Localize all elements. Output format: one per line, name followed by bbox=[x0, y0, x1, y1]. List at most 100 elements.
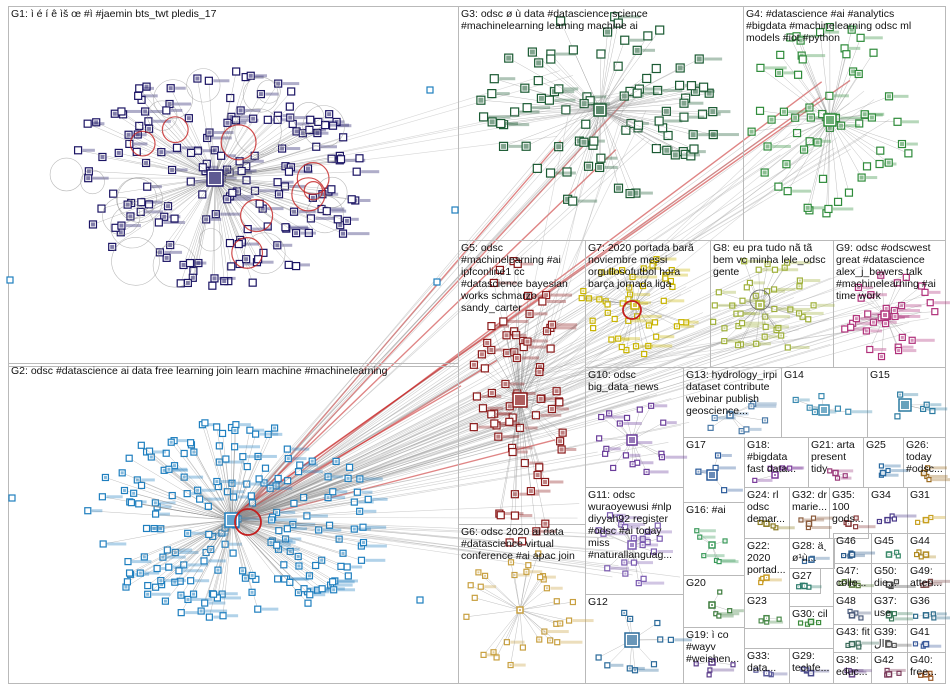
group-label-g5: G5: odsc #machinelearning #ai ipfconline… bbox=[461, 242, 571, 314]
edge bbox=[232, 322, 910, 521]
node bbox=[554, 639, 561, 646]
node-image bbox=[655, 258, 658, 261]
node-image bbox=[86, 176, 91, 181]
edge bbox=[214, 177, 268, 227]
edge bbox=[743, 261, 761, 306]
edge bbox=[166, 177, 216, 258]
node bbox=[305, 125, 314, 134]
edge bbox=[231, 466, 248, 521]
node bbox=[622, 524, 629, 531]
edge bbox=[214, 177, 289, 266]
node bbox=[776, 50, 785, 59]
node-label-mark bbox=[906, 142, 918, 146]
node-image bbox=[168, 86, 173, 91]
node bbox=[915, 519, 921, 525]
node bbox=[743, 284, 750, 291]
node-image bbox=[775, 527, 777, 529]
hub-node-image bbox=[729, 414, 731, 416]
edge bbox=[231, 503, 294, 521]
node-label-mark bbox=[646, 543, 659, 547]
edge bbox=[228, 369, 475, 518]
node bbox=[172, 143, 182, 152]
node-label-mark bbox=[768, 335, 779, 339]
edge bbox=[214, 177, 240, 265]
edge bbox=[599, 32, 608, 111]
edge bbox=[214, 158, 342, 179]
node bbox=[755, 106, 765, 115]
node-image bbox=[764, 419, 767, 422]
node-image bbox=[205, 135, 210, 140]
edge bbox=[519, 301, 543, 401]
node-label-mark bbox=[280, 543, 291, 547]
node-image bbox=[238, 108, 243, 113]
node bbox=[875, 159, 884, 169]
node-label-mark bbox=[769, 325, 789, 329]
edge bbox=[229, 289, 692, 521]
node bbox=[304, 599, 312, 607]
node-image bbox=[212, 148, 217, 153]
node bbox=[306, 115, 315, 124]
node-label-mark bbox=[163, 220, 185, 224]
hub-node-image bbox=[925, 673, 927, 675]
edge bbox=[174, 519, 233, 583]
node bbox=[613, 18, 623, 28]
edge bbox=[826, 119, 831, 214]
hub-node-image bbox=[810, 672, 812, 674]
node-image bbox=[523, 143, 529, 149]
node-label-mark bbox=[337, 588, 356, 592]
node bbox=[893, 279, 902, 287]
group-label-g37: G37: use bbox=[874, 595, 900, 619]
edge bbox=[148, 177, 216, 205]
edge bbox=[599, 109, 695, 150]
node-label-mark bbox=[555, 52, 576, 56]
edge bbox=[214, 115, 279, 179]
node-image bbox=[344, 218, 349, 223]
node-image bbox=[352, 527, 356, 531]
edge bbox=[133, 493, 233, 521]
edge bbox=[120, 177, 216, 233]
node bbox=[327, 185, 336, 194]
edge bbox=[197, 78, 216, 179]
node-label-mark bbox=[107, 542, 127, 546]
node-image bbox=[496, 434, 501, 439]
node-image bbox=[929, 672, 931, 674]
node-label-mark bbox=[762, 268, 779, 272]
edge bbox=[235, 331, 912, 523]
hub-node-image bbox=[209, 172, 221, 184]
node-image bbox=[769, 117, 774, 122]
node-image bbox=[514, 355, 519, 360]
node-image bbox=[646, 530, 649, 533]
node-label-mark bbox=[650, 470, 669, 474]
edge bbox=[519, 399, 523, 542]
edge bbox=[231, 519, 362, 547]
hub-node-image bbox=[851, 614, 853, 616]
node bbox=[755, 266, 762, 273]
node bbox=[292, 261, 301, 271]
node-image bbox=[166, 204, 171, 209]
group-label-g19: G19: ì co #wayv #weishen... bbox=[686, 629, 740, 665]
node bbox=[285, 102, 294, 111]
edge bbox=[213, 519, 233, 595]
edge bbox=[519, 295, 547, 401]
node-label-mark bbox=[125, 224, 141, 228]
node-label-mark bbox=[351, 565, 363, 569]
node-image bbox=[341, 231, 346, 236]
node-label-mark bbox=[638, 301, 652, 305]
edge bbox=[231, 427, 275, 521]
node-image bbox=[586, 163, 592, 169]
edge bbox=[230, 81, 823, 525]
node-label-mark bbox=[358, 527, 372, 531]
node-image bbox=[181, 262, 186, 267]
node bbox=[737, 310, 744, 317]
group-label-g10: G10: odsc big_data_news bbox=[588, 369, 659, 393]
node bbox=[931, 308, 939, 316]
node-image bbox=[358, 477, 362, 481]
node-label-mark bbox=[300, 231, 316, 235]
node-image bbox=[713, 416, 716, 419]
group-label-g48: G48 bbox=[836, 595, 856, 607]
edge bbox=[233, 275, 613, 522]
node-label-mark bbox=[619, 15, 641, 19]
node-image bbox=[128, 214, 133, 219]
group-label-g26: G26: today #odsc... bbox=[906, 439, 943, 475]
node bbox=[686, 81, 697, 91]
